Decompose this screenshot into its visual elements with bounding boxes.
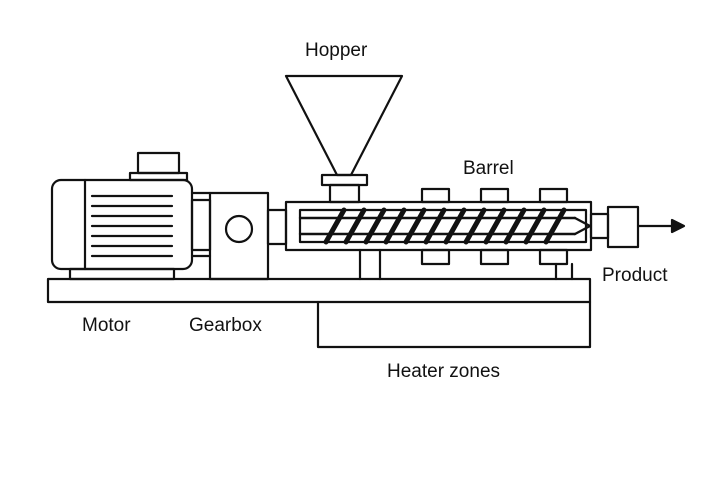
heater-band-bottom-1 xyxy=(420,248,451,266)
heater-band-top-2 xyxy=(479,187,510,204)
motor xyxy=(50,151,212,281)
heater-band-bottom-2 xyxy=(479,248,510,266)
screw-flights xyxy=(323,207,567,245)
heater-band-top-1 xyxy=(420,187,451,204)
gearbox-housing xyxy=(208,191,270,281)
motor-terminal-box xyxy=(136,151,181,175)
motor-label: Motor xyxy=(82,315,131,336)
hopper-neck xyxy=(328,183,361,204)
gearbox-shaft-circle xyxy=(224,214,254,244)
product-arrow-head xyxy=(670,218,686,234)
hopper xyxy=(284,74,404,204)
hopper-label: Hopper xyxy=(305,40,368,61)
gearbox-output-flange xyxy=(266,208,288,246)
gearbox-label: Gearbox xyxy=(189,315,262,336)
screw xyxy=(298,207,592,245)
screw-tip xyxy=(573,216,592,236)
motor-cooling-fins xyxy=(90,194,174,258)
base-plate xyxy=(46,277,592,304)
heater-zones-label: Heater zones xyxy=(387,361,501,382)
die-head xyxy=(606,205,640,249)
product-label: Product xyxy=(602,265,668,286)
hopper-funnel xyxy=(284,74,404,177)
heater-band-top-3 xyxy=(538,187,569,204)
motor-foot xyxy=(68,267,176,281)
motor-coupling xyxy=(190,198,212,252)
die-adapter xyxy=(589,212,610,240)
barrel-label: Barrel xyxy=(463,158,514,179)
heater-band-bottom-3 xyxy=(538,248,569,266)
hopper-throat xyxy=(320,173,369,187)
die xyxy=(589,205,686,249)
heater-zones-cabinet xyxy=(316,300,592,349)
gearbox xyxy=(208,191,288,281)
